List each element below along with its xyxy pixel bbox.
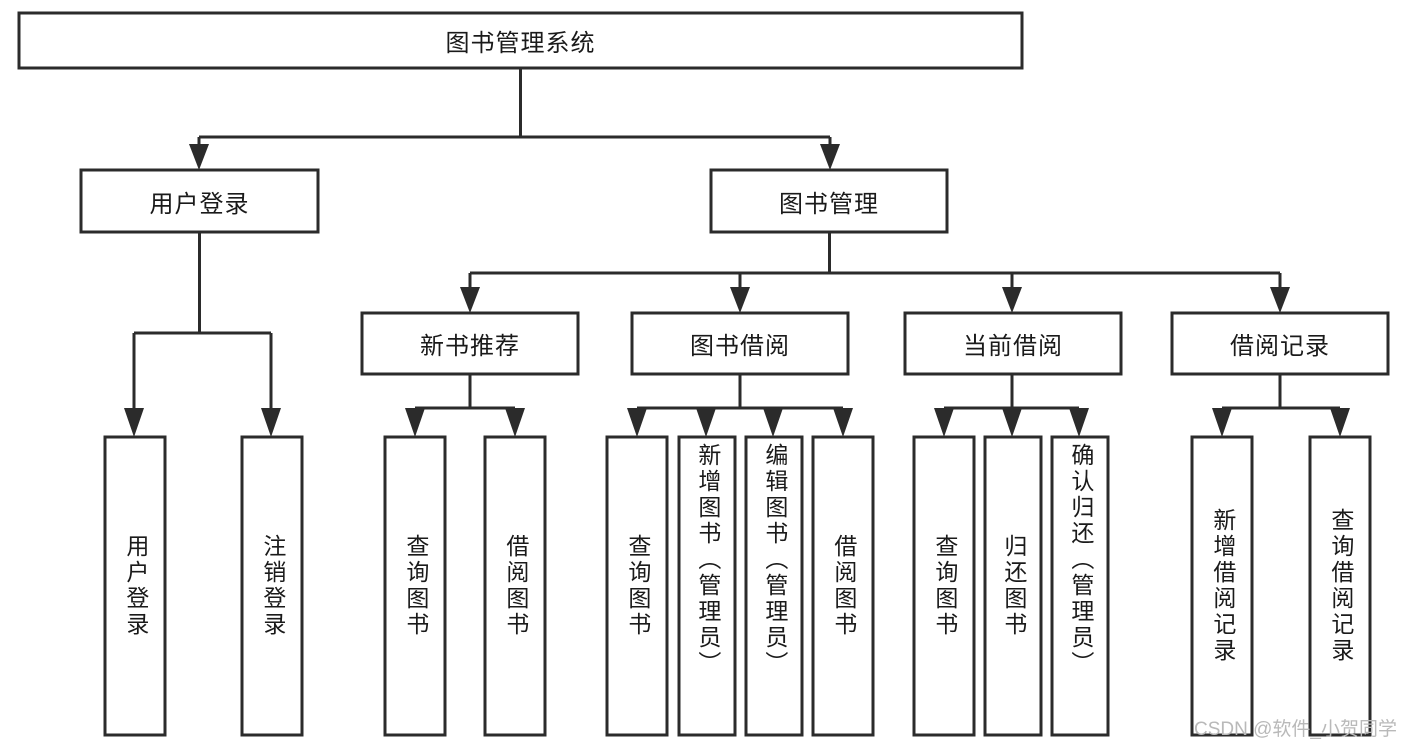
leaf-box-borrow-book-2[interactable] — [811, 435, 875, 737]
node-root-box[interactable] — [17, 11, 1024, 70]
leaf-box-query-book-2[interactable] — [605, 435, 669, 737]
leaf-box-return-book[interactable] — [983, 435, 1043, 737]
arrow-head-book-borrow — [730, 287, 750, 313]
arrow-head-leaf-edit-book — [763, 408, 783, 437]
leaf-box-query-book-3[interactable] — [912, 435, 976, 737]
leaf-box-borrow-book-1[interactable] — [483, 435, 547, 737]
node-book-manage-box[interactable] — [709, 168, 949, 234]
arrow-head-borrow-record — [1270, 287, 1290, 313]
arrow-head-leaf-add-book — [696, 408, 716, 437]
arrow-head-leaf-user-login — [124, 408, 144, 437]
leaf-box-confirm-return[interactable] — [1050, 435, 1110, 737]
leaf-box-query-book-1[interactable] — [383, 435, 447, 737]
node-user-login-box[interactable] — [79, 168, 320, 234]
node-current-borrow-box[interactable] — [903, 311, 1123, 376]
arrow-head-leaf-logout — [261, 408, 281, 437]
arrow-head-leaf-query-book-1 — [405, 408, 425, 437]
arrow-head-new-book — [460, 287, 480, 313]
leaf-box-query-record[interactable] — [1308, 435, 1372, 737]
node-new-book-box[interactable] — [360, 311, 580, 376]
node-book-borrow-box[interactable] — [630, 311, 850, 376]
arrow-head-leaf-return-book — [1002, 408, 1022, 437]
leaf-box-edit-book[interactable] — [744, 435, 804, 737]
arrow-head-leaf-confirm-return — [1069, 408, 1089, 437]
leaf-box-logout[interactable] — [240, 435, 304, 737]
node-borrow-record-box[interactable] — [1170, 311, 1390, 376]
arrow-head-leaf-query-record — [1330, 408, 1350, 437]
leaf-box-add-record[interactable] — [1190, 435, 1254, 737]
arrow-head-leaf-add-record — [1212, 408, 1232, 437]
arrow-head-user-login — [189, 144, 209, 170]
arrow-head-current-borrow — [1002, 287, 1022, 313]
leaf-box-user-login[interactable] — [103, 435, 167, 737]
arrow-head-leaf-borrow-book-2 — [833, 408, 853, 437]
arrow-head-leaf-query-book-2 — [627, 408, 647, 437]
leaf-box-add-book[interactable] — [677, 435, 737, 737]
arrow-head-book-manage — [820, 144, 840, 170]
arrow-head-leaf-query-book-3 — [934, 408, 954, 437]
arrow-head-leaf-borrow-book-1 — [505, 408, 525, 437]
